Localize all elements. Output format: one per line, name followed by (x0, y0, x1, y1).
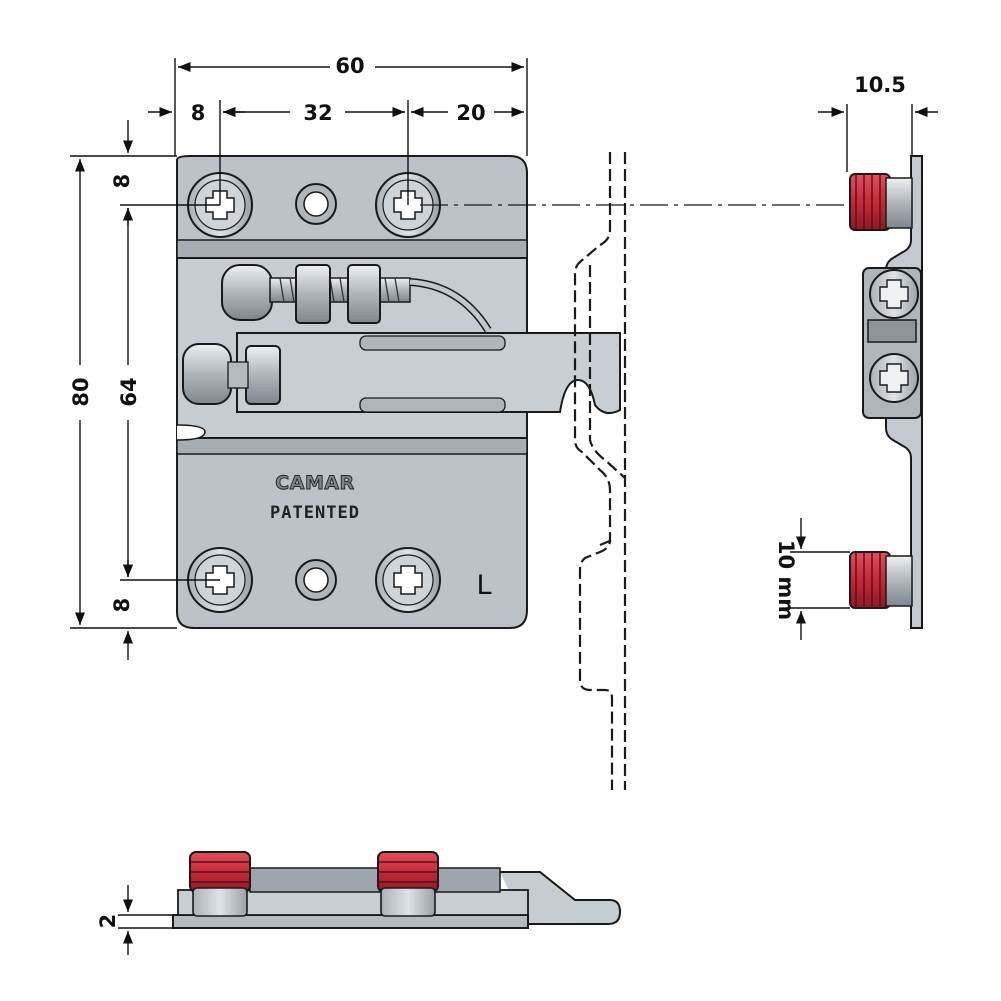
dim-right-offset: 20 (456, 101, 485, 125)
wall-bracket-outline (573, 152, 627, 790)
dim-total-height: 80 (69, 377, 93, 406)
insert-top (849, 173, 913, 231)
patent-label: PATENTED (270, 503, 360, 523)
bottom-hook (500, 871, 622, 925)
dim-total-width: 60 (335, 54, 364, 78)
hook-arm (182, 332, 621, 415)
dimension-lines (70, 58, 938, 955)
adjustment-screw (221, 264, 492, 333)
bottom-base-plate (172, 914, 529, 929)
dim-side-depth: 10.5 (854, 73, 906, 97)
dim-thickness: 2 (96, 914, 120, 929)
bottom-view (172, 851, 622, 929)
brand-label: CAMAR (275, 472, 354, 494)
bottom-insert-right (377, 851, 439, 917)
insert-bottom (849, 551, 913, 609)
dim-insert-height: 10 mm (774, 540, 798, 620)
dim-hole-height: 64 (117, 377, 141, 406)
dim-left-offset: 8 (191, 101, 206, 125)
front-view: CAMAR PATENTED L (176, 155, 621, 629)
dim-top-offset: 8 (110, 174, 134, 189)
plate-lower-ridge (176, 437, 528, 455)
side-mark: L (476, 570, 491, 601)
plate-top-ridge (176, 239, 528, 259)
side-mechanism (862, 267, 922, 419)
dim-bottom-offset: 8 (110, 598, 134, 613)
plate-notch (176, 424, 206, 441)
dim-hole-spacing: 32 (303, 101, 332, 125)
bottom-insert-left (189, 851, 251, 917)
side-view (849, 155, 923, 629)
screw-bottom-right (375, 547, 441, 613)
